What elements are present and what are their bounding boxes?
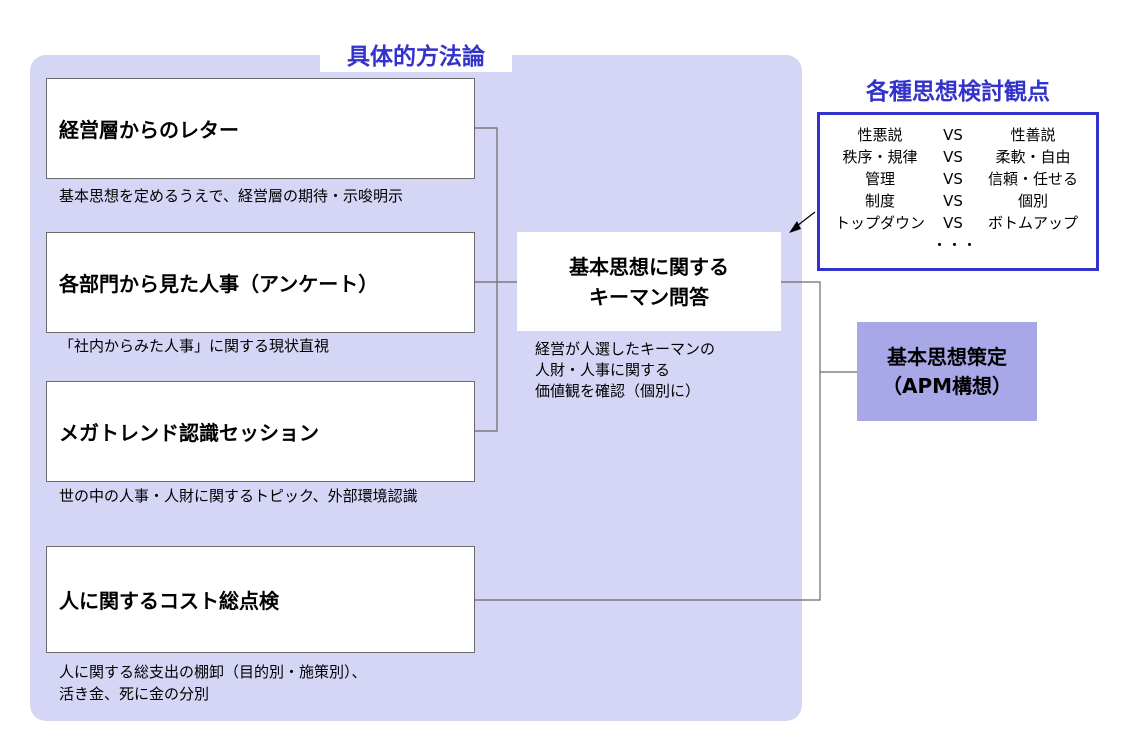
keyman-dialogue-desc: 経営が人選したキーマンの 人財・人事に関する 価値観を確認（個別に） [535,339,715,402]
viewpoint-right: 個別 [1017,192,1048,210]
viewpoint-row: 管理 VS 信頼・任せる [820,168,1096,190]
viewpoint-left: 制度 [864,192,895,210]
viewpoint-arrowhead [789,221,801,233]
viewpoint-left: 管理 [864,170,895,188]
method-desc-survey: 「社内からみた人事」に関する現状直視 [59,337,330,355]
viewpoint-left: トップダウン [834,214,925,232]
methods-panel-title: 具体的方法論 [320,36,512,72]
method-desc-letter: 基本思想を定めるうえで、経営層の期待・示唆明示 [59,187,403,205]
keyman-desc-line2: 人財・人事に関する [535,361,671,379]
keyman-desc-line1: 経営が人選したキーマンの [535,340,716,358]
method-box-cost: 人に関するコスト総点検 [46,546,475,653]
viewpoint-vs: VS [943,148,963,166]
bracket-line [475,127,498,432]
cost-to-result-line [475,372,821,601]
method-desc-megatrend: 世の中の人事・人財に関するトピック、外部環境認識 [59,487,418,505]
method-box-megatrend: メガトレンド認識セッション [46,381,475,482]
viewpoint-right: 柔軟・自由 [995,148,1071,166]
viewpoint-right: 信頼・任せる [987,170,1078,188]
viewpoint-row: 制度 VS 個別 [820,190,1096,212]
method-box-letter: 経営層からのレター [46,78,475,179]
basic-philosophy-line2: （APM構想） [881,373,1013,398]
viewpoint-vs: VS [943,192,963,210]
viewpoint-left: 秩序・規律 [842,148,918,166]
viewpoint-right: ボトムアップ [987,214,1078,232]
method-label-letter: 経営層からのレター [59,118,239,142]
keyman-dialogue-line2: キーマン問答 [589,284,709,309]
basic-philosophy-line1: 基本思想策定 [887,344,1007,369]
method-label-megatrend: メガトレンド認識セッション [59,421,319,445]
keyman-dialogue-box: 基本思想に関する キーマン問答 [517,232,781,331]
viewpoint-right: 性善説 [1010,126,1056,144]
method-desc-cost: 人に関する総支出の棚卸（目的別・施策別）、 活き金、死に金の分別 [59,661,367,705]
method-label-survey: 各部門から見た人事（アンケート） [59,272,379,296]
method-box-survey: 各部門から見た人事（アンケート） [46,232,475,333]
viewpoint-row: 性悪説 VS 性善説 [820,124,1096,146]
keyman-desc-line3: 価値観を確認（個別に） [535,382,701,400]
viewpoint-vs: VS [943,214,963,232]
basic-philosophy-box: 基本思想策定 （APM構想） [857,322,1037,421]
viewpoint-ellipsis-row: ・・・ [820,234,1096,256]
viewpoint-left: 性悪説 [857,126,903,144]
viewpoint-row: 秩序・規律 VS 柔軟・自由 [820,146,1096,168]
viewpoint-ellipsis: ・・・ [932,236,978,254]
viewpoint-vs: VS [943,170,963,188]
viewpoint-vs: VS [943,126,963,144]
keyman-dialogue-line1: 基本思想に関する [569,254,729,279]
viewpoints-box: 性悪説 VS 性善説 秩序・規律 VS 柔軟・自由 管理 VS 信頼・任せる 制… [817,112,1099,271]
center-to-result-line [781,281,857,373]
method-desc-cost-line1: 人に関する総支出の棚卸（目的別・施策別）、 [59,663,367,681]
method-desc-cost-line2: 活き金、死に金の分別 [59,685,210,703]
viewpoint-row: トップダウン VS ボトムアップ [820,212,1096,234]
method-label-cost: 人に関するコスト総点検 [59,589,279,613]
viewpoints-title: 各種思想検討観点 [866,79,1050,105]
